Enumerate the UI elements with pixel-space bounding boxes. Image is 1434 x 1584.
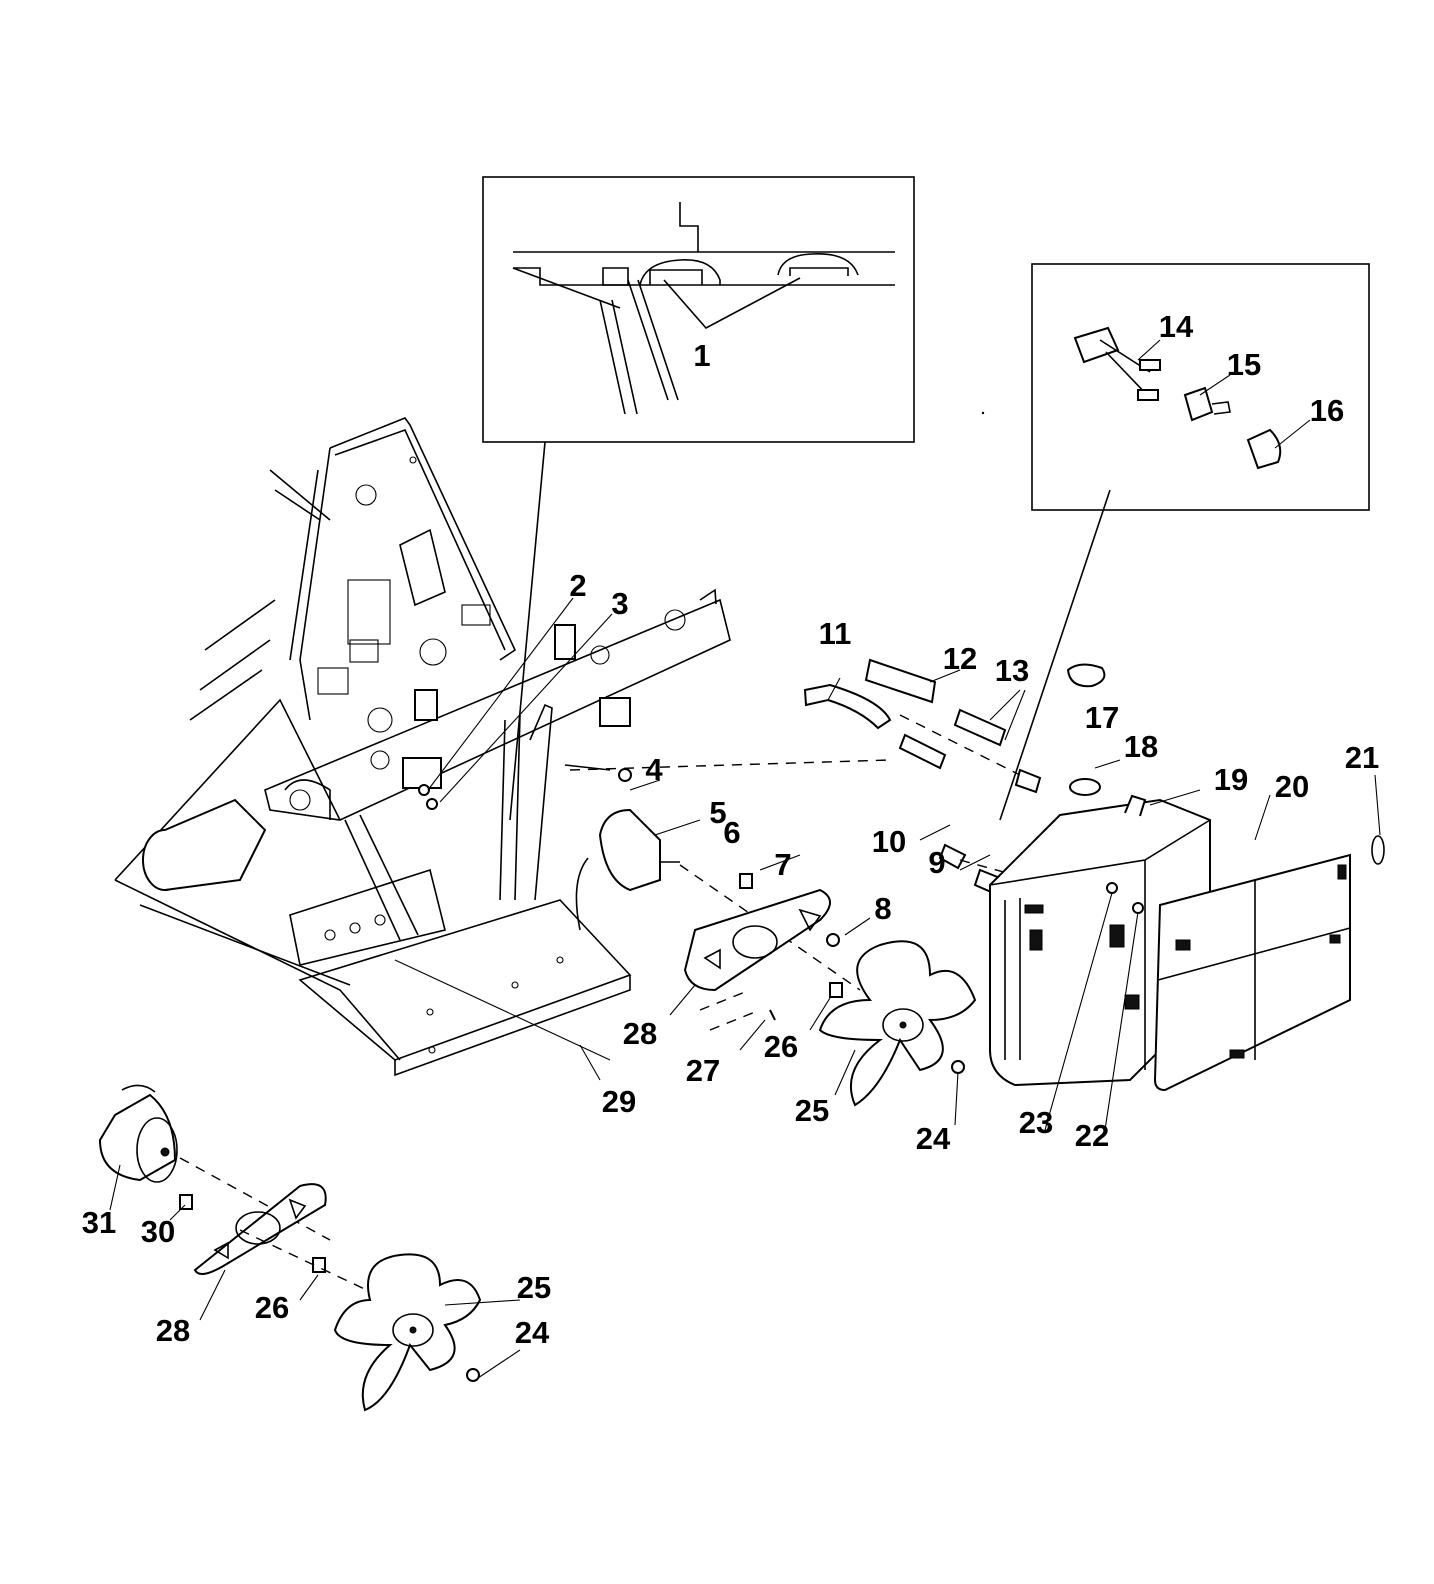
- callout-5: 5: [709, 795, 726, 830]
- detail-inset-bumpers: [482, 176, 915, 821]
- callout-21: 21: [1345, 740, 1379, 775]
- callout-23: 23: [1019, 1105, 1053, 1140]
- detail-inset-temp-switch: [999, 263, 1370, 821]
- callout-7: 7: [774, 847, 791, 882]
- callout-4: 4: [645, 752, 663, 787]
- fan-motor-assembly: [564, 759, 977, 1107]
- hoses-and-fittings: [803, 658, 1106, 901]
- callout-25-lower: 25: [517, 1270, 551, 1305]
- main-frame: [114, 417, 731, 1077]
- callout-2: 2: [569, 568, 586, 603]
- callout-3: 3: [611, 586, 628, 621]
- callout-29: 29: [602, 1084, 636, 1119]
- callout-12: 12: [943, 641, 977, 676]
- callout-labels: 1 2 3 4 5 6 7 8 9 10 11 12 13 14 15 16 1…: [82, 309, 1379, 1350]
- callout-26-lower: 26: [255, 1290, 289, 1325]
- callout-26: 26: [764, 1029, 798, 1064]
- callout-27: 27: [686, 1053, 720, 1088]
- callout-25: 25: [795, 1093, 829, 1128]
- callout-16: 16: [1310, 393, 1344, 428]
- callout-10: 10: [872, 824, 906, 859]
- callout-20: 20: [1275, 769, 1309, 804]
- callout-18: 18: [1124, 729, 1158, 764]
- callout-9: 9: [928, 845, 945, 880]
- callout-24-lower: 24: [515, 1315, 550, 1350]
- callout-28: 28: [623, 1016, 657, 1051]
- callout-31: 31: [82, 1205, 116, 1240]
- callout-28-lower: 28: [156, 1313, 190, 1348]
- callout-14: 14: [1159, 309, 1194, 344]
- callout-8: 8: [874, 891, 891, 926]
- speck: [981, 411, 985, 415]
- callout-6: 6: [723, 815, 740, 850]
- callout-17: 17: [1085, 700, 1119, 735]
- callout-15: 15: [1227, 347, 1261, 382]
- leader-lines: [109, 339, 1311, 1379]
- callout-13: 13: [995, 653, 1029, 688]
- callout-11: 11: [819, 616, 852, 651]
- callout-24: 24: [916, 1121, 951, 1156]
- lower-fan-assembly: [98, 1084, 482, 1412]
- callout-1: 1: [693, 338, 710, 373]
- callout-19: 19: [1214, 762, 1248, 797]
- callout-30: 30: [141, 1214, 175, 1249]
- radiator-assembly: [989, 663, 1385, 1092]
- callout-22: 22: [1075, 1118, 1109, 1153]
